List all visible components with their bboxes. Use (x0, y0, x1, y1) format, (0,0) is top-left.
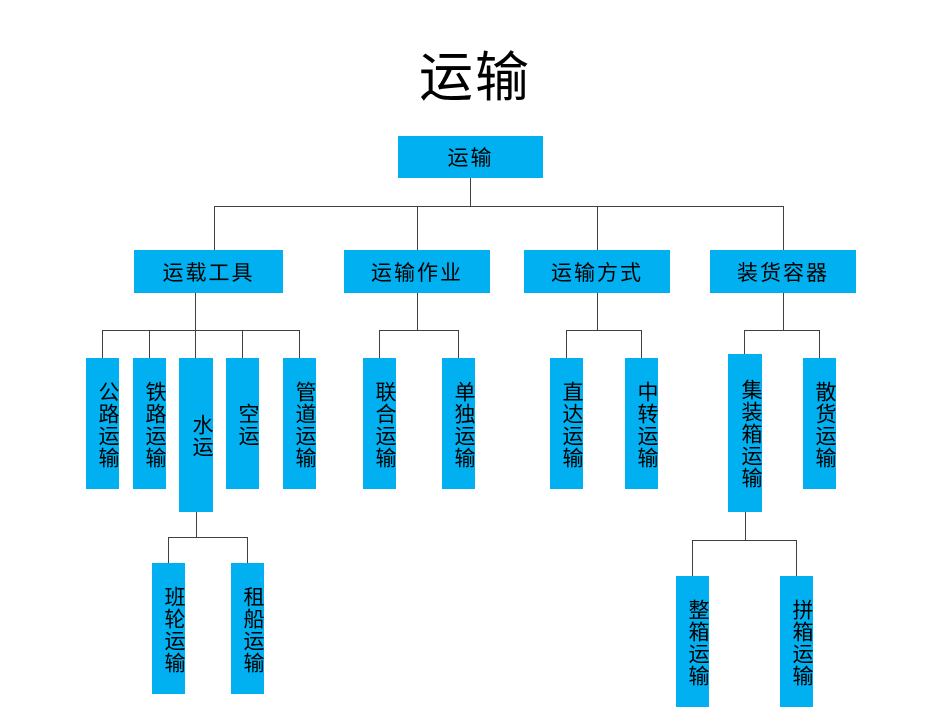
edge-operations-stem (417, 293, 418, 330)
node-root-transportation[interactable]: 运输 (398, 136, 543, 178)
edge-level2-drop-3 (597, 206, 598, 250)
edge-vehicles-stem (195, 293, 196, 330)
node-less-container-load[interactable]: 拼箱运输 (780, 576, 813, 707)
edge-water-drop-2 (247, 537, 248, 563)
node-charter-shipping[interactable]: 租船运输 (231, 563, 264, 694)
node-operations[interactable]: 运输作业 (344, 250, 490, 293)
node-single-transport[interactable]: 单独运输 (442, 358, 475, 489)
edge-water-bus (168, 537, 248, 538)
node-label: 拼箱运输 (790, 598, 813, 687)
node-label: 运载工具 (162, 260, 255, 285)
page-title: 运输 (419, 46, 531, 109)
node-label: 运输方式 (551, 260, 643, 285)
edge-container-drop-1 (692, 540, 693, 576)
node-label: 班轮运输 (162, 585, 185, 674)
edge-operations-drop-2 (458, 330, 459, 358)
node-transit-transport[interactable]: 中转运输 (625, 358, 658, 489)
edge-vehicles-bus (102, 330, 300, 331)
edge-vehicles-drop-3 (195, 330, 196, 358)
node-label: 租船运输 (241, 585, 264, 674)
edge-water-drop-1 (168, 537, 169, 563)
edge-vehicles-drop-5 (299, 330, 300, 358)
node-label: 管道运输 (293, 380, 316, 469)
node-combined-transport[interactable]: 联合运输 (363, 358, 396, 489)
node-vehicles[interactable]: 运载工具 (134, 250, 283, 293)
edge-water-stem (196, 512, 197, 537)
edge-modes-drop-2 (641, 330, 642, 358)
edge-level2-drop-4 (783, 206, 784, 250)
node-rail-transport[interactable]: 铁路运输 (133, 358, 166, 489)
node-label: 公路运输 (96, 380, 119, 469)
node-pipeline-transport[interactable]: 管道运输 (283, 358, 316, 489)
edge-level2-drop-2 (417, 206, 418, 250)
node-modes[interactable]: 运输方式 (524, 250, 670, 293)
edge-container-drop-2 (796, 540, 797, 576)
edge-containers-drop-1 (744, 330, 745, 354)
node-label: 水运 (190, 414, 213, 458)
node-label: 中转运输 (635, 380, 658, 469)
node-road-transport[interactable]: 公路运输 (86, 358, 119, 489)
node-liner-shipping[interactable]: 班轮运输 (152, 563, 185, 694)
edge-modes-bus (566, 330, 642, 331)
edge-modes-drop-1 (566, 330, 567, 358)
edge-root-stem (470, 178, 471, 206)
node-container-transport[interactable]: 集装箱运输 (728, 354, 762, 512)
node-full-container-load[interactable]: 整箱运输 (676, 576, 709, 707)
edge-vehicles-drop-2 (149, 330, 150, 358)
node-direct-transport[interactable]: 直达运输 (550, 358, 583, 489)
edge-container-stem (745, 512, 746, 540)
node-label: 集装箱运输 (739, 379, 762, 489)
edge-level2-drop-1 (214, 206, 215, 250)
node-label: 装货容器 (737, 260, 829, 285)
edge-containers-stem (783, 293, 784, 330)
node-containers[interactable]: 装货容器 (710, 250, 856, 293)
node-label: 运输 (447, 146, 494, 170)
edge-level2-bus (214, 206, 783, 207)
edge-containers-bus (744, 330, 820, 331)
node-air-transport[interactable]: 空运 (226, 358, 259, 489)
node-label: 联合运输 (373, 380, 396, 469)
edge-operations-bus (379, 330, 459, 331)
edge-containers-drop-2 (819, 330, 820, 358)
node-label: 直达运输 (560, 380, 583, 469)
node-label: 空运 (236, 402, 259, 447)
node-bulk-transport[interactable]: 散货运输 (803, 358, 836, 489)
node-water-transport[interactable]: 水运 (179, 358, 213, 512)
node-label: 铁路运输 (143, 380, 166, 469)
edge-vehicles-drop-1 (102, 330, 103, 358)
node-label: 运输作业 (371, 260, 463, 285)
node-label: 整箱运输 (686, 598, 709, 687)
edge-vehicles-drop-4 (242, 330, 243, 358)
edge-container-bus (692, 540, 797, 541)
edge-modes-stem (597, 293, 598, 330)
edge-operations-drop-1 (379, 330, 380, 358)
node-label: 单独运输 (452, 380, 475, 469)
node-label: 散货运输 (813, 380, 836, 469)
